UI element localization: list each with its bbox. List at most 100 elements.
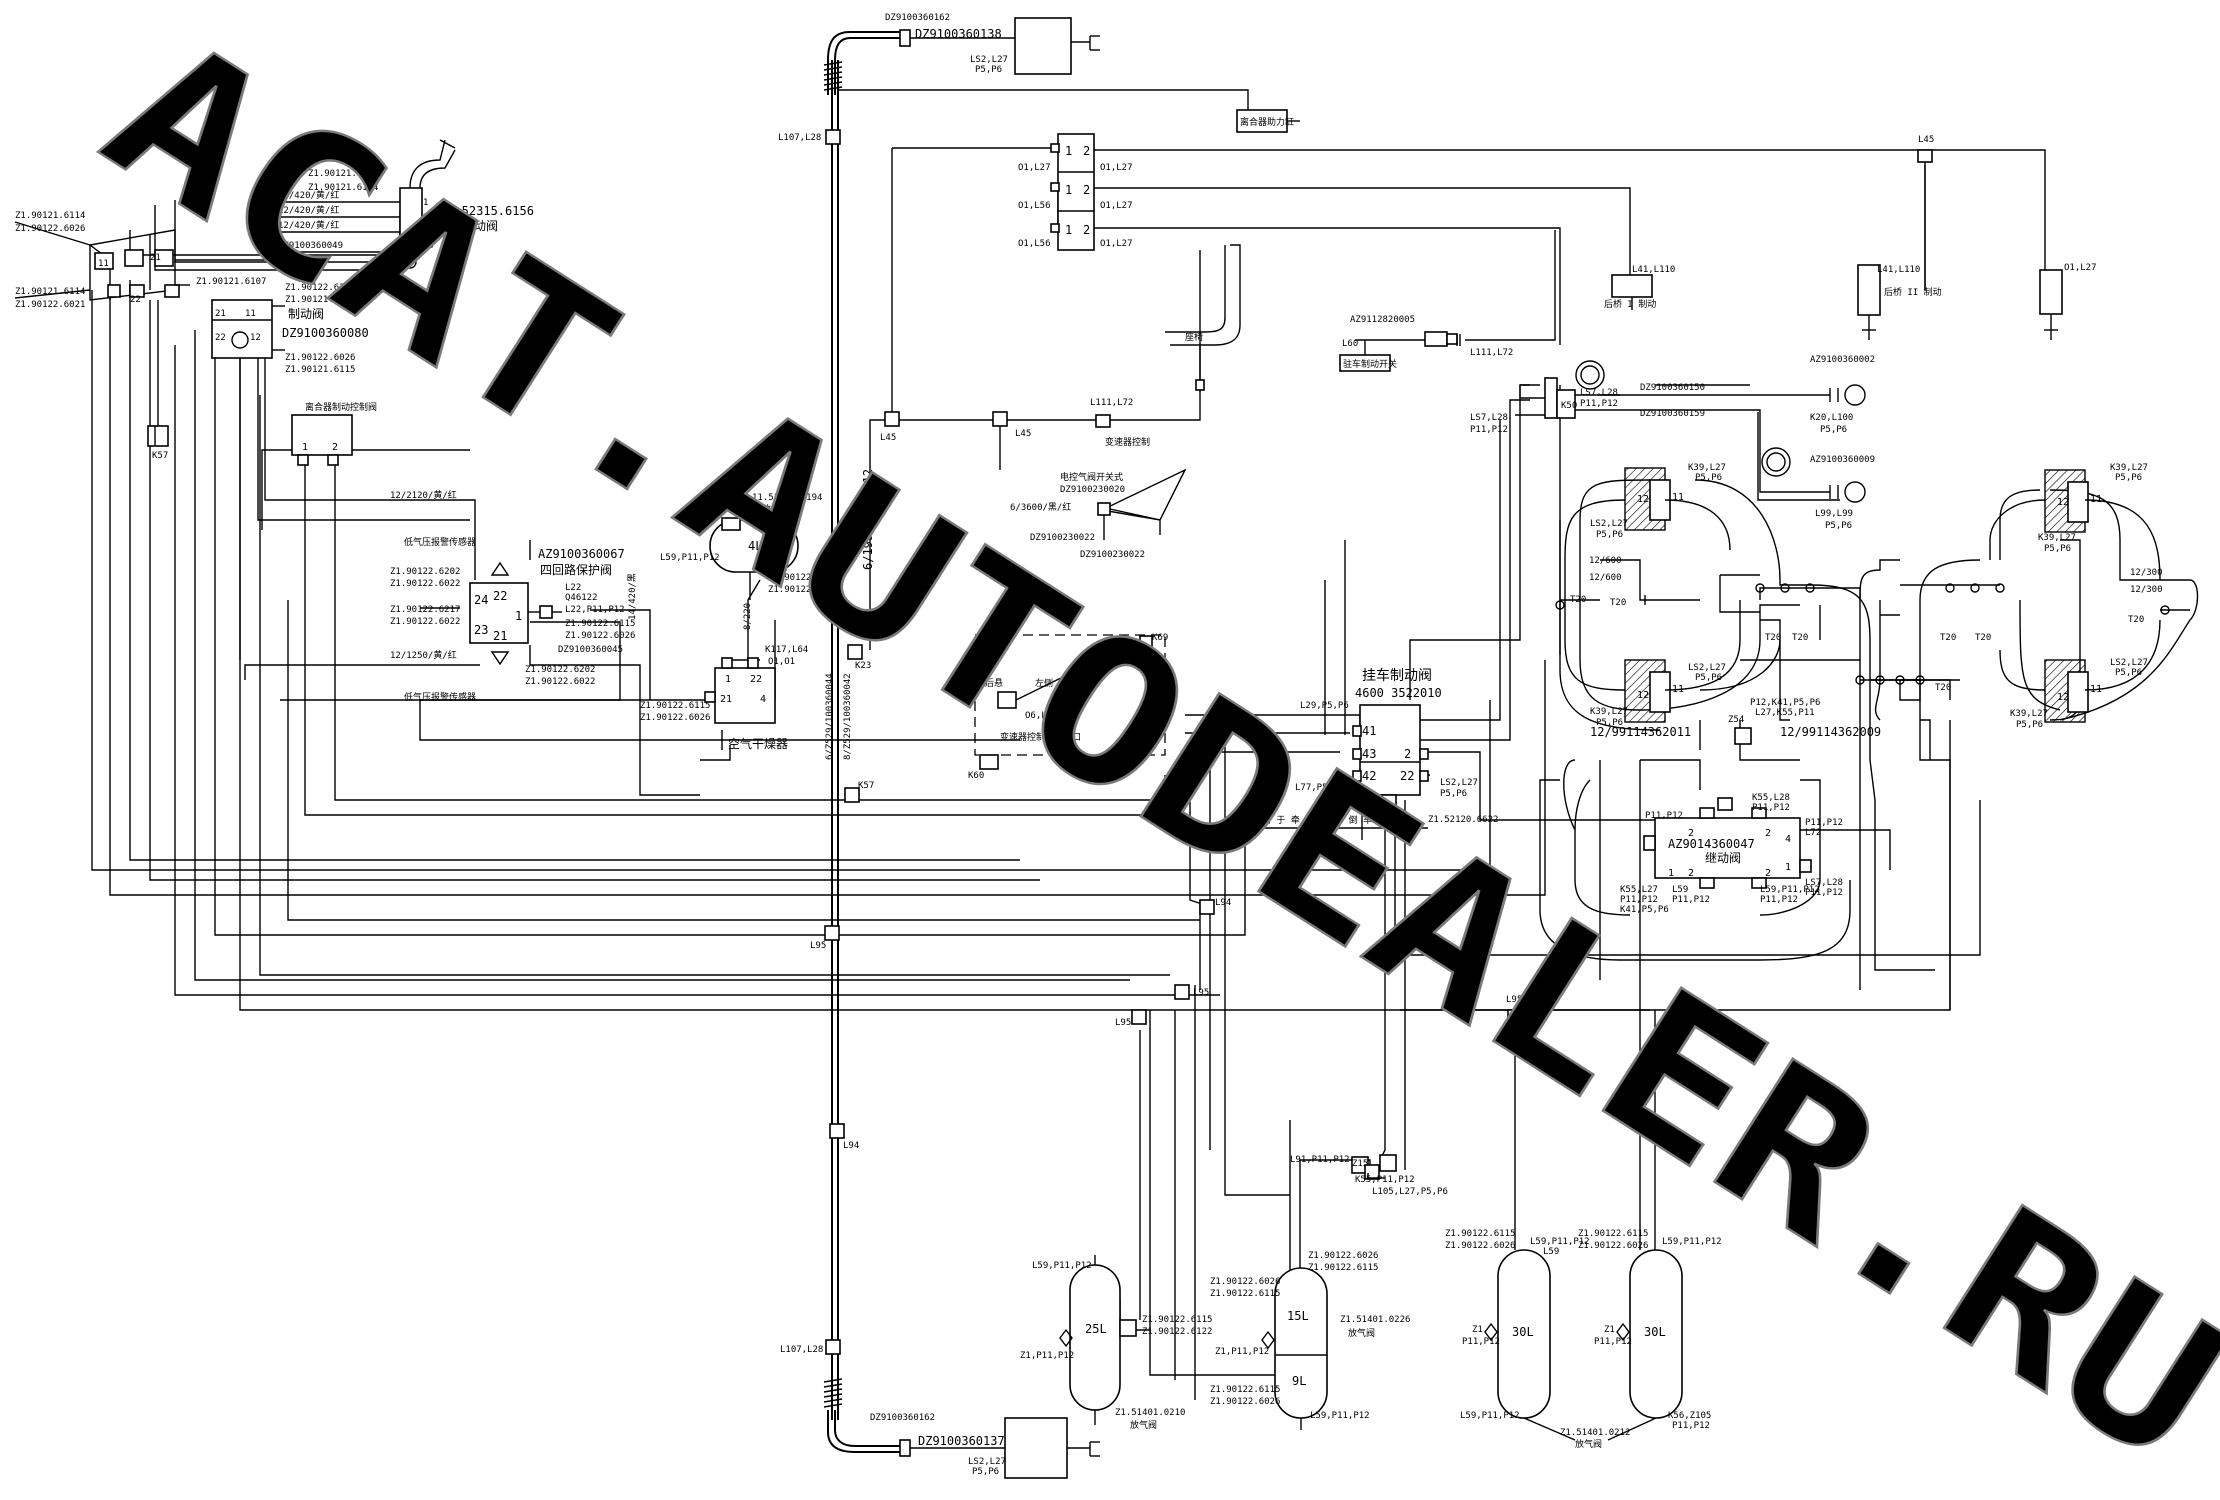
top-right-fittings: L45 L41,L110 后桥 I 制动 L41,L110 后桥 II 制动 O… (1604, 135, 2097, 340)
electro-valve-group: 电控气阀开关式 DZ9100230020 6/3600/黑/红 DZ910023… (1010, 468, 1187, 560)
o1l56-a: O1,L56 (1018, 201, 1051, 211)
rear-brake-chambers: 12 11 K39,L27 P5,P6 LS2,L27 P5,P6 12 11 … (1555, 463, 2190, 730)
l59-relay-b: L59,P11,P12 (1760, 885, 1820, 895)
ls2-bottom: LS2,L27 (968, 1457, 1006, 1467)
hose-bottom: DZ9100360162 (870, 1413, 935, 1423)
t20-g: T20 (1935, 683, 1951, 693)
p11-relay-r2: P11,P12 (1805, 888, 1843, 898)
t20-f: T20 (2128, 615, 2144, 625)
fc-note-2: Z1.90122.6026 (565, 631, 635, 641)
l45-left: L45 (880, 433, 896, 443)
tank-note-1: Z1.90122.6115 (1142, 1315, 1212, 1325)
rear-switch-1 (1611, 274, 1653, 298)
tee-l45-top (1917, 149, 1933, 163)
p5p6-bottom: P5,P6 (972, 1467, 999, 1477)
o1l27-right: O1,L27 (2064, 263, 2097, 273)
tank-l59-a: L59,P11,P12 (1032, 1261, 1092, 1271)
dry-k: K117,L64 (765, 645, 808, 655)
relay-valve-code: AZ9014360047 (1668, 837, 1755, 851)
k39-b: K39,L27 (1590, 707, 1628, 717)
k57-mid: K57 (858, 781, 874, 791)
relay-p11-b: P11,P12 (1805, 818, 1843, 828)
relay-l72: L72 (1805, 828, 1821, 838)
hand-valve-code: 81.52315.6156 (440, 204, 534, 218)
l95-b-fitting (1174, 984, 1190, 1000)
svg-text:21: 21 (215, 309, 226, 319)
svg-text:22: 22 (750, 674, 762, 685)
k39-l27-a: K39,L27 (1688, 463, 1726, 473)
electro-code-2: DZ9100230022 (1030, 533, 1095, 543)
svg-text:12: 12 (2057, 497, 2069, 508)
electro-code-3: DZ9100230022 (1080, 550, 1145, 560)
left-code-4: Z1.90122.6021 (15, 300, 85, 310)
tank-l59-d: L59,P11,P12 (1460, 1411, 1520, 1421)
p11p12: P11,P12 (1580, 399, 1618, 409)
tee-l45-left (884, 411, 900, 427)
z1-d2: P11,P12 (1594, 1337, 1632, 1347)
svg-text:1: 1 (515, 609, 522, 623)
l107-top: L107,L28 (778, 133, 821, 143)
l94-a: L94 (1215, 898, 1231, 908)
left-code-9: Z1.90121.6142 (285, 295, 355, 305)
pipe-dz-049: DZ9100360049 (278, 241, 343, 251)
fc-code-3: Z1.90122.6217 (390, 605, 460, 615)
tank-l59-b: L59,P11,P12 (1310, 1411, 1370, 1421)
ls7-l28-b: LS7,L28 (1470, 413, 1508, 423)
l94-b-fitting (829, 1123, 845, 1139)
rear-pipe-right: 12/99114362009 (1780, 725, 1881, 739)
electro-code: DZ9100230020 (1060, 485, 1125, 495)
fc-q: Q46122 (565, 593, 598, 603)
svg-text:11: 11 (1672, 492, 1684, 503)
fitting-l107-bottom (825, 1339, 841, 1355)
tank-note-12: Z1.90122.6026 (1578, 1241, 1648, 1251)
k50: K50 (1561, 401, 1577, 411)
ls2-l27-a: LS2,L27 (1590, 519, 1628, 529)
bottom-chamber-code: DZ9100360137 (918, 1434, 1005, 1448)
trailer-valve: 挂车制动阀 4600 3522010 41 43 42 2 22 L29,P5,… (1262, 667, 1498, 840)
drain-1: Z1.51401.0210 (1115, 1408, 1185, 1418)
left-code-1: Z1.90121.6114 (308, 183, 378, 193)
svg-text:2: 2 (1688, 828, 1694, 839)
clutch-control-body (291, 414, 353, 456)
l95-a-fitting (824, 925, 840, 941)
left-code-3: Z1.90121.6114 (15, 287, 85, 297)
vertical-labels: 6/199014360012 6/Z529/100360044 8/Z529/1… (627, 469, 875, 760)
tank-note-11: Z1.90122.6115 (1578, 1229, 1648, 1239)
l45-top: L45 (1918, 135, 1934, 145)
svg-text:2: 2 (1765, 828, 1771, 839)
pipe-12-300: 12/300 (2130, 568, 2163, 578)
az-009: AZ9100360009 (1810, 455, 1875, 465)
left-code-1b: Z1.90121.6114 (15, 211, 85, 221)
tank-30l-b-volume: 30L (1644, 1325, 1666, 1339)
tank-30l-a-volume: 30L (1512, 1325, 1534, 1339)
four-circuit-name: 四回路保护阀 (540, 562, 612, 577)
p5p6-rr: P5,P6 (2115, 668, 2142, 678)
p5p6-t: P5,P6 (1440, 789, 1467, 799)
fc-code-4: Z1.90122.6022 (390, 617, 460, 627)
t20-e: T20 (1975, 633, 1991, 643)
k57-mid-fitting (844, 787, 860, 803)
p5p6-f: P5,P6 (1596, 718, 1623, 728)
t20-a: T20 (1610, 598, 1626, 608)
z-note: Z1.52120.6622 (1428, 815, 1498, 825)
rear-pipes: 12/99114362011 12/99114362009 Z54 P12,K4… (1590, 698, 1881, 745)
damper-frame: K69 后悬 左侧 O6,L25 变速器控制气管接口 K60 (968, 633, 1168, 781)
distribution-block-body (1057, 133, 1095, 251)
svg-text:2: 2 (1765, 868, 1771, 879)
k50-block (1544, 377, 1558, 419)
z1-d: Z1 (1604, 1325, 1615, 1335)
k39-a: K39,L27 (2110, 463, 2148, 473)
svg-text:1: 1 (423, 198, 428, 208)
brake-valve-code: DZ9100360080 (282, 326, 369, 340)
vert-pipe-1: 6/Z529/100360044 (825, 673, 835, 760)
left-code-7: Z1.90121.6107 (196, 277, 266, 287)
trailer-valve-name: 挂车制动阀 (1362, 667, 1432, 684)
svg-text:12: 12 (2057, 692, 2069, 703)
svg-text:22: 22 (130, 295, 141, 305)
brake-valve-name: 制动阀 (288, 307, 324, 321)
pressure-switch-group: AZ9112820005 L111,L72 L60 驻车制动开关 (1339, 315, 1513, 372)
z1-c: Z1 (1472, 1325, 1483, 1335)
k55-l27: K55,L27 (1620, 885, 1658, 895)
tank4-l59: L59,P11,P12 (660, 553, 720, 563)
